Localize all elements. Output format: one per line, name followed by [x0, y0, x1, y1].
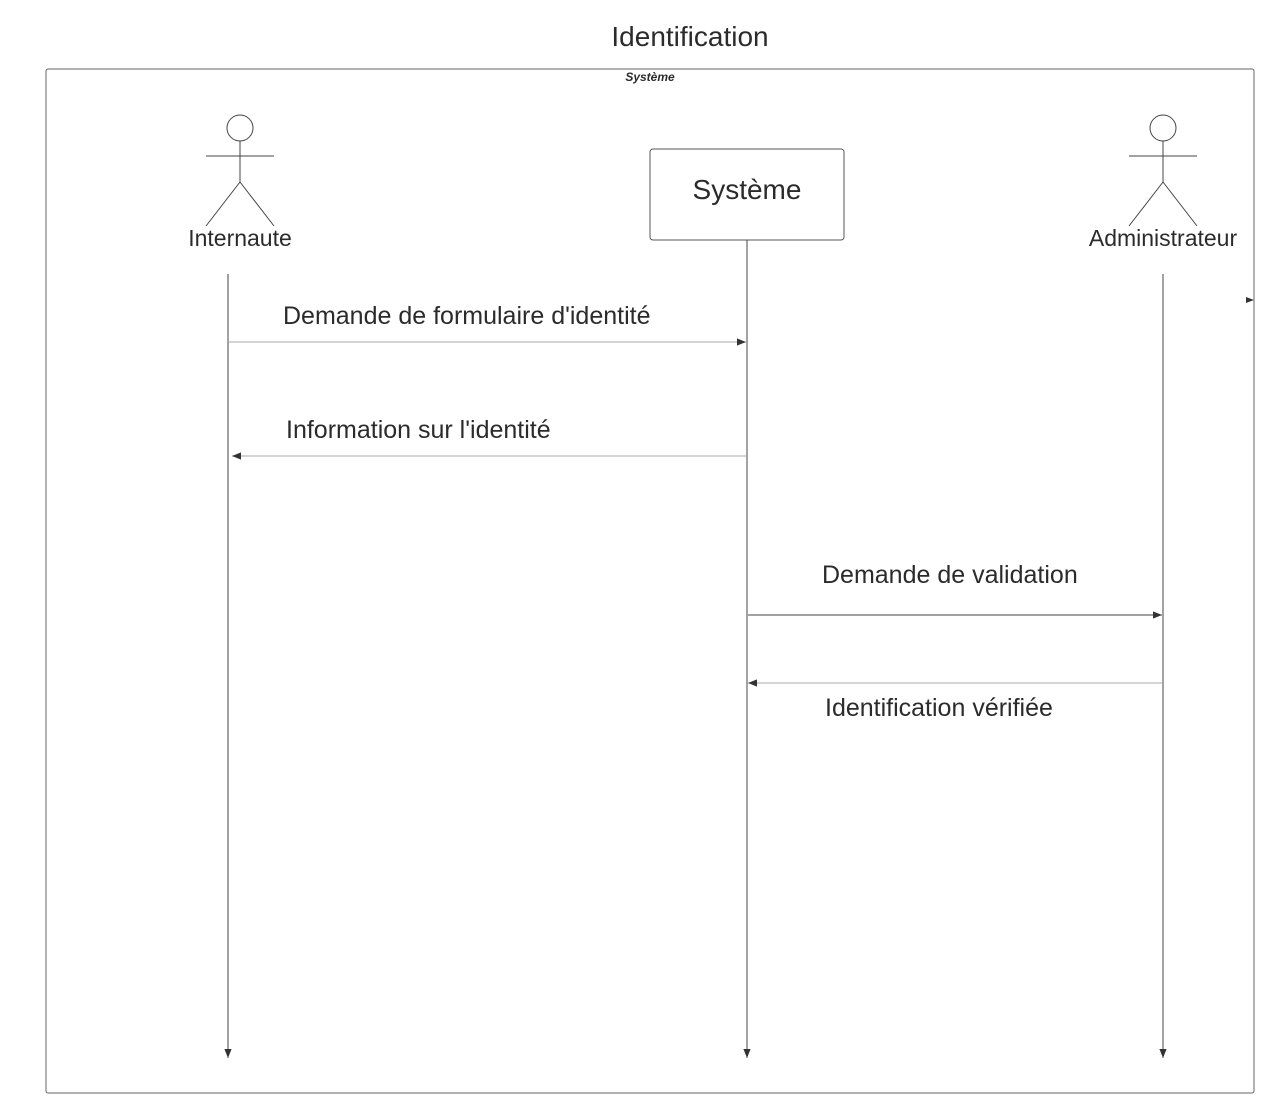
- message-label-4: Identification vérifiée: [825, 694, 1053, 722]
- message-label-2: Information sur l'identité: [286, 416, 551, 444]
- actor-right-leg: [239, 181, 275, 227]
- diagram-title: Identification: [611, 21, 768, 52]
- participant-label-systeme: Système: [693, 174, 802, 205]
- system-frame: [45, 68, 1255, 1094]
- message-label-1: Demande de formulaire d'identité: [283, 302, 650, 330]
- actor-administrateur: [1128, 114, 1198, 227]
- actor-left-leg: [205, 181, 241, 227]
- actor-internaute: [205, 114, 275, 227]
- actor-label-administrateur: Administrateur: [1089, 225, 1238, 251]
- actor-label-internaute: Internaute: [188, 225, 292, 251]
- actor-left-leg: [1128, 181, 1164, 227]
- actor-head: [1149, 114, 1177, 142]
- actor-head: [226, 114, 254, 142]
- message-label-3: Demande de validation: [822, 561, 1078, 589]
- actor-right-leg: [1162, 181, 1198, 227]
- system-frame-label: Système: [625, 70, 675, 84]
- frame-edge-arrow-icon: [1246, 297, 1254, 303]
